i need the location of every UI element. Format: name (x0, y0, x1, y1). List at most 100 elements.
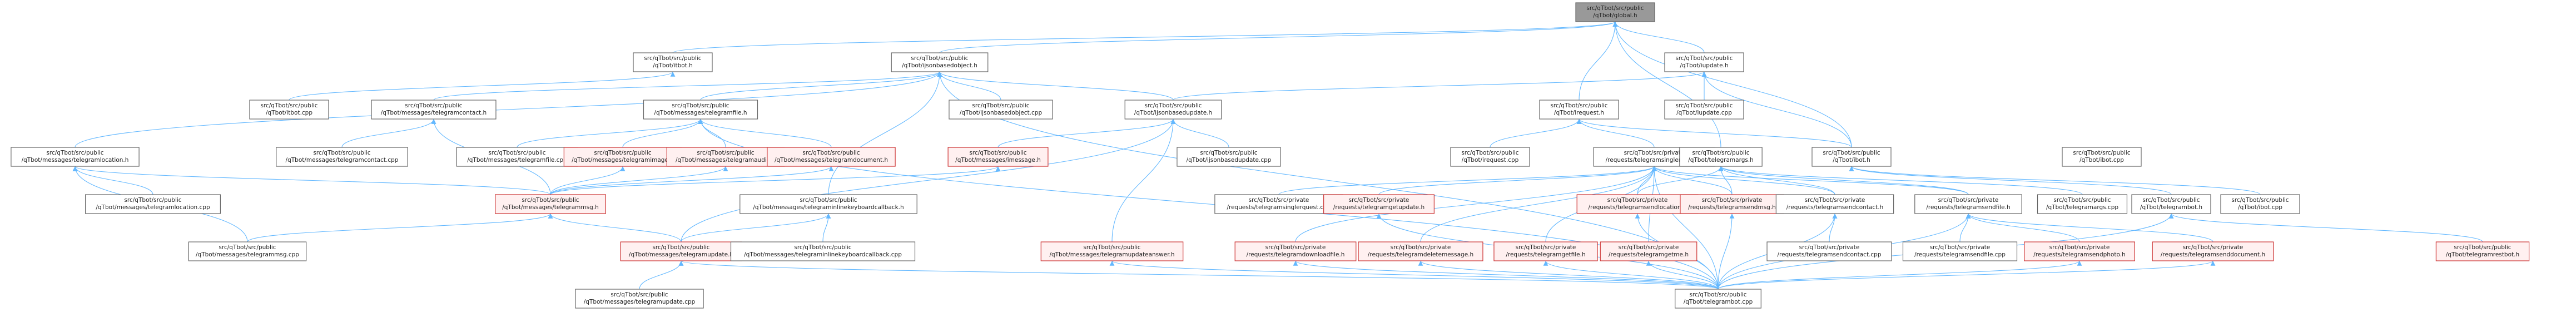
node-ijsonbasedupdate_h[interactable]: src/qTbot/src/public/qTbot/ijsonbasedupd… (1124, 100, 1222, 120)
edge-tgfile_h-tgimage_h (622, 118, 703, 148)
node-tgargs_h[interactable]: src/qTbot/src/public/qTbot/telegramargs.… (1679, 147, 1763, 167)
edge-itbot-itbot_cpp (289, 71, 676, 101)
node-tggetfile_h[interactable]: src/qTbot/src/private/requests/telegramg… (1493, 241, 1598, 261)
node-tginlinekb_cpp[interactable]: src/qTbot/src/public/qTbot/messages/tele… (730, 241, 916, 261)
node-irequest_h[interactable]: src/qTbot/src/public/qTbot/irequest.h (1539, 100, 1619, 120)
node-tgsendcontact_h[interactable]: src/qTbot/src/private/requests/telegrams… (1775, 194, 1894, 214)
node-tgsenddoc_h[interactable]: src/qTbot/src/private/requests/telegrams… (2152, 241, 2274, 261)
node-tglocation_cpp[interactable]: src/qTbot/src/public/qTbot/messages/tele… (85, 194, 221, 214)
node-label: src/qTbot/src/private (1799, 244, 1860, 251)
node-label: /qTbot/messages/telegraminlinekeyboardca… (753, 204, 904, 211)
node-tgdownload_h[interactable]: src/qTbot/src/private/requests/telegramd… (1234, 241, 1357, 261)
edge-ijsonbasedupdate_h-imessage_h (997, 118, 1176, 148)
node-tgimage_h[interactable]: src/qTbot/src/public/qTbot/messages/tele… (563, 147, 682, 167)
node-tgsendphoto_h[interactable]: src/qTbot/src/private/requests/telegrams… (2024, 241, 2135, 261)
edge-ijsonbasedupdate_h-ijsonbasedupdate_cpp (1170, 118, 1229, 148)
node-label: src/qTbot/src/public (794, 244, 851, 251)
edge-tgargs_h-tgsendlocation_h (1637, 166, 1724, 195)
node-label: src/qTbot/src/private (1938, 197, 1999, 204)
node-label: /qTbot/messages/telegramdocument.h (775, 157, 888, 164)
node-tgfile_h[interactable]: src/qTbot/src/public/qTbot/messages/tele… (643, 100, 758, 120)
node-label: src/qTbot/src/public (2053, 197, 2111, 204)
node-box (1902, 241, 2018, 261)
node-tgupdate_cpp[interactable]: src/qTbot/src/public/qTbot/messages/tele… (575, 289, 704, 309)
node-box (1214, 194, 1343, 214)
node-label: /qTbot/messages/telegramupdateanswer.h (1049, 251, 1174, 258)
node-ijsonbasedupdate_cpp[interactable]: src/qTbot/src/public/qTbot/ijsonbasedupd… (1177, 147, 1281, 167)
edge-tggetfile_h-tgbot_cpp (1543, 260, 1719, 290)
node-tglocation_h[interactable]: src/qTbot/src/public/qTbot/messages/tele… (11, 147, 140, 167)
node-tgmsg_h[interactable]: src/qTbot/src/public/qTbot/messages/tele… (495, 194, 606, 214)
node-box (1234, 241, 1357, 261)
edge-tgsendfile_h-tgsenddoc_h (1965, 213, 2213, 242)
node-tgaudio_h[interactable]: src/qTbot/src/public/qTbot/messages/tele… (666, 147, 785, 167)
node-tgdocument_h[interactable]: src/qTbot/src/public/qTbot/messages/tele… (767, 147, 896, 167)
node-tgargs_cpp[interactable]: src/qTbot/src/public/qTbot/telegramargs.… (2037, 194, 2128, 214)
node-label: src/qTbot/src/private (1516, 244, 1576, 251)
node-label: src/qTbot/src/private (1619, 244, 1679, 251)
node-label: src/qTbot/src/public (644, 55, 701, 62)
node-tginlinekb_h[interactable]: src/qTbot/src/public/qTbot/messages/tele… (739, 194, 917, 214)
node-tggetme_h[interactable]: src/qTbot/src/private/requests/telegramg… (1600, 241, 1698, 261)
node-tgbot_cpp[interactable]: src/qTbot/src/public/qTbot/telegrambot.c… (1675, 289, 1761, 309)
node-ijsonbasedobject_cpp[interactable]: src/qTbot/src/public/qTbot/ijsonbasedobj… (949, 100, 1053, 120)
node-label: /qTbot/ibot.h (1833, 157, 1870, 164)
edge-tgfile_h-tgaudio_h (698, 118, 726, 148)
node-label: /qTbot/messages/telegramaudio.h (676, 157, 776, 164)
node-box (1358, 241, 1483, 261)
edge-tgsendmsg_h-tgbot_cpp (1718, 213, 1735, 290)
node-tgsendmsg_h[interactable]: src/qTbot/src/private/requests/telegrams… (1680, 194, 1784, 214)
node-irequest_cpp[interactable]: src/qTbot/src/public/qTbot/irequest.cpp (1450, 147, 1530, 167)
node-tgupdate_h[interactable]: src/qTbot/src/public/qTbot/messages/tele… (620, 241, 742, 261)
node-label: /qTbot/itbot.h (653, 62, 693, 69)
node-box (188, 241, 307, 261)
node-tgfile_cpp[interactable]: src/qTbot/src/public/qTbot/messages/tele… (456, 147, 578, 167)
node-label: src/qTbot/src/public (46, 150, 103, 156)
node-tgdeletemsg_h[interactable]: src/qTbot/src/private/requests/telegramd… (1358, 241, 1483, 261)
node-tgrestbot_h[interactable]: src/qTbot/src/public/qTbot/telegramrestb… (2435, 241, 2530, 261)
node-ibot_cpp[interactable]: src/qTbot/src/public/qTbot/ibot.cpp (2062, 147, 2142, 167)
node-tggetupdate_h[interactable]: src/qTbot/src/private/requests/telegramg… (1323, 194, 1435, 214)
node-ijsonbasedobject[interactable]: src/qTbot/src/public/qTbot/ijsonbasedobj… (891, 52, 989, 72)
edge-tgsingle_h-tgsendmsg_h (1651, 166, 1733, 195)
node-tgsendfile_h[interactable]: src/qTbot/src/private/requests/telegrams… (1914, 194, 2022, 214)
node-label: /requests/telegramsenddocument.h (2161, 251, 2265, 258)
edge-global-irequest_h (1579, 21, 1618, 101)
node-label: /qTbot/irequest.h (1554, 110, 1604, 116)
edge-tgdownload_h-tgbot_cpp (1293, 260, 1719, 290)
node-label: src/qTbot/src/public (1692, 150, 1749, 156)
node-global[interactable]: src/qTbot/src/public/qTbot/global.h (1575, 2, 1655, 22)
node-tgbot_h[interactable]: src/qTbot/src/public/qTbot/telegrambot.h (2131, 194, 2211, 214)
node-iupdate_h[interactable]: src/qTbot/src/public/qTbot/iupdate.h (1664, 52, 1744, 72)
node-box (730, 241, 916, 261)
node-tgsinglereq_cpp[interactable]: src/qTbot/src/private/requests/telegrams… (1214, 194, 1343, 214)
node-label: src/qTbot/src/public (124, 197, 181, 204)
node-label: /qTbot/ibot.cpp (2238, 204, 2282, 211)
node-tgcontact_cpp[interactable]: src/qTbot/src/public/qTbot/messages/tele… (276, 147, 408, 167)
node-box (11, 147, 140, 167)
node-tgsendfile_cpp[interactable]: src/qTbot/src/private/requests/telegrams… (1902, 241, 2018, 261)
node-tgsendlocation_h[interactable]: src/qTbot/src/private/requests/telegrams… (1576, 194, 1699, 214)
node-ibot_cpp2[interactable]: src/qTbot/src/public/qTbot/ibot.cpp (2220, 194, 2300, 214)
node-itbot_cpp[interactable]: src/qTbot/src/public/qTbot/itbot.cpp (249, 100, 329, 120)
node-tgsendcontact_cpp[interactable]: src/qTbot/src/private/requests/telegrams… (1766, 241, 1892, 261)
node-itbot[interactable]: src/qTbot/src/public/qTbot/itbot.h (633, 52, 713, 72)
node-ibot_h[interactable]: src/qTbot/src/public/qTbot/ibot.h (1811, 147, 1892, 167)
node-label: src/qTbot/src/public (2454, 244, 2511, 251)
node-box (2037, 194, 2128, 214)
node-box (1575, 2, 1655, 22)
edge-tggetme_h-tgbot_cpp (1646, 260, 1719, 290)
node-box (1493, 241, 1598, 261)
node-box (1775, 194, 1894, 214)
node-tgmsg_cpp[interactable]: src/qTbot/src/public/qTbot/messages/tele… (188, 241, 307, 261)
node-tgcontact_h[interactable]: src/qTbot/src/public/qTbot/messages/tele… (371, 100, 497, 120)
node-imessage_h[interactable]: src/qTbot/src/public/qTbot/messages/imes… (947, 147, 1049, 167)
edge-global-ijsonbasedobject (939, 21, 1618, 53)
node-label: src/qTbot/src/public (522, 197, 579, 204)
node-label: src/qTbot/src/public (488, 150, 545, 156)
node-iupdate_cpp[interactable]: src/qTbot/src/public/qTbot/iupdate.cpp (1664, 100, 1744, 120)
edge-tgfile_h-tgdocument_h (698, 118, 832, 148)
node-tgupdateanswer_h[interactable]: src/qTbot/src/public/qTbot/messages/tele… (1040, 241, 1184, 261)
node-label: /requests/telegramsendmsg.h (1688, 204, 1776, 211)
edge-tgupdateanswer_h-tgbot_cpp (1109, 260, 1719, 290)
